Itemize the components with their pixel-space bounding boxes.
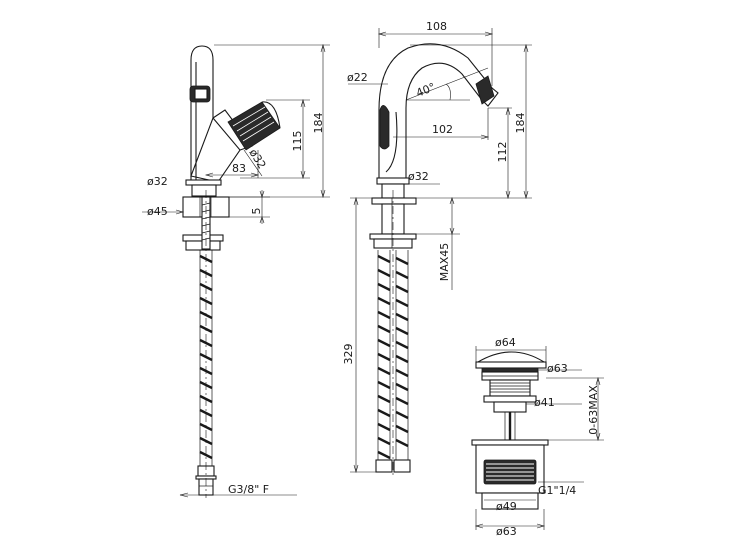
right-view-dimensions: ø64 ø63 ø41 0-63MAX G1"1/4 ø49 ø63	[474, 336, 604, 538]
dim-mid-angle: 40°	[414, 80, 437, 99]
dim-right-cap-diameter: ø64	[495, 336, 516, 349]
dim-left-lever-length: 83	[232, 162, 246, 175]
right-view-waste	[471, 351, 549, 510]
dim-left-mount-thickness: 5	[250, 208, 263, 215]
dim-mid-base-diameter: ø32	[408, 170, 429, 183]
dim-right-base-diameter: ø63	[496, 525, 517, 538]
dim-mid-spout-diameter: ø22	[347, 71, 368, 84]
dim-mid-spout-height: 112	[496, 142, 509, 163]
dim-right-flange-diameter: ø63	[547, 362, 568, 375]
dim-right-range: 0-63MAX	[587, 385, 600, 435]
dim-left-base-diameter: ø32	[147, 175, 168, 188]
middle-view-faucet	[369, 43, 499, 478]
dim-mid-hose-length: 329	[342, 344, 355, 365]
dim-right-body-diameter: ø41	[534, 396, 555, 409]
dim-left-flange-diameter: ø45	[147, 205, 168, 218]
dim-left-total-height: 184	[312, 113, 325, 134]
dim-right-tail-diameter: ø49	[496, 500, 517, 513]
left-view-faucet	[182, 45, 281, 498]
lever-handle	[227, 101, 281, 151]
left-view-dimensions: 184 115 83 ø32 ø32 ø45 5 G3/8" F	[142, 43, 330, 498]
dim-mid-total-height: 184	[514, 113, 527, 134]
dim-mid-max-deck: MAX45	[438, 243, 451, 282]
label-left-thread: G3/8" F	[228, 483, 269, 496]
label-right-thread: G1"1/4	[538, 484, 576, 497]
middle-view-dimensions: 108 184 112 102 40° ø22 ø32 MAX45	[342, 20, 532, 474]
dim-left-handle-diameter: ø32	[246, 147, 268, 171]
dim-mid-reach: 102	[432, 123, 453, 136]
dim-left-lever-height: 115	[291, 131, 304, 152]
dim-mid-spout-width: 108	[426, 20, 447, 33]
